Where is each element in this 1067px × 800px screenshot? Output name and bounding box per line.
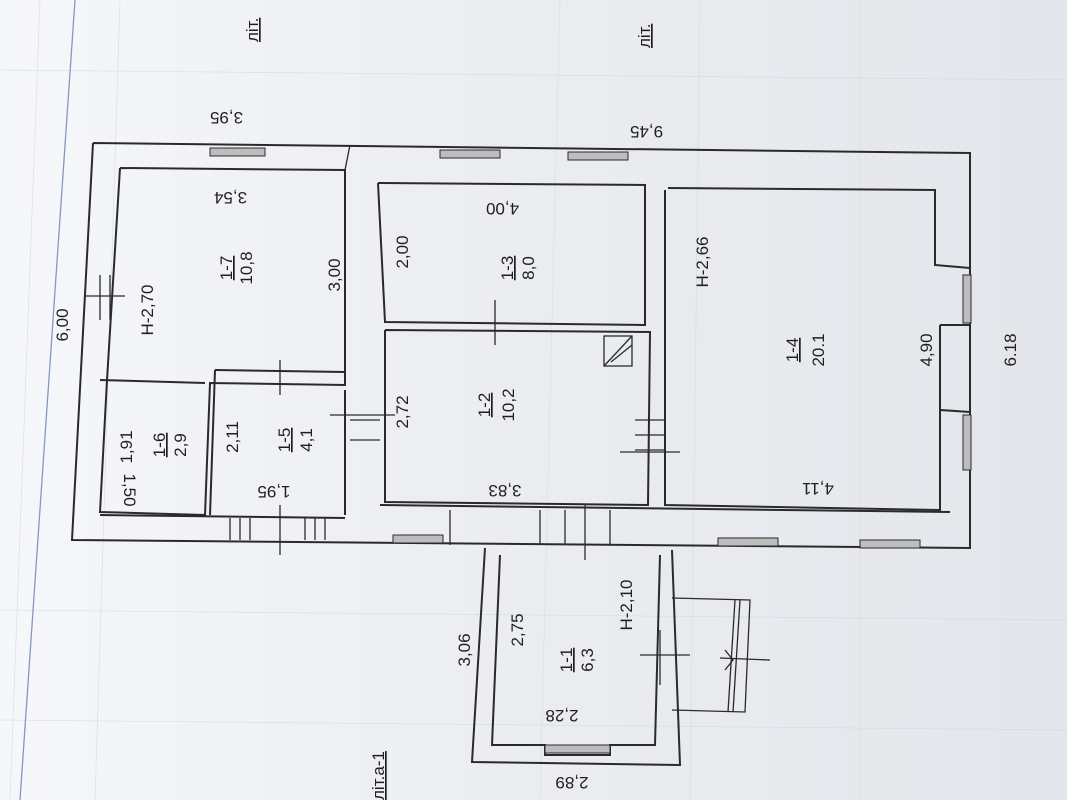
dim-191: 1,91	[117, 430, 136, 463]
room-1-1-area: 6,3	[578, 648, 597, 672]
room-1-7: 1-7 10,8 Н-2,70	[138, 251, 256, 335]
room-1-7-height: Н-2,70	[138, 284, 157, 335]
dim-200: 2,00	[393, 235, 412, 268]
header-lit-2: літ.	[635, 24, 654, 48]
stove-icon	[603, 335, 633, 367]
room-1-2: 1-2 10,2	[475, 388, 518, 421]
room-1-6-id: 1-6	[150, 433, 169, 458]
room-1-3: 1-3 8,0	[498, 256, 538, 281]
header-lit-1: літ.	[243, 18, 262, 42]
room-1-5-id: 1-5	[275, 428, 294, 453]
room-1-5: 1-5 4,1	[275, 428, 316, 453]
room-1-4-id: 1-4	[783, 338, 802, 363]
dim-150: 1,50	[120, 473, 139, 506]
outer-walls	[70, 142, 971, 550]
dim-272: 2,72	[393, 395, 412, 428]
room-1-3-id: 1-3	[498, 256, 517, 281]
label-lit-a1: літ.а-1	[369, 751, 388, 800]
door-marks	[85, 275, 771, 685]
dim-618: 6.18	[1001, 333, 1020, 366]
dim-411: 4,11	[802, 479, 834, 498]
dim-306: 3,06	[455, 633, 474, 666]
room-1-1: 1-1 6,3 Н-2,10	[557, 579, 636, 672]
dim-945: 9,45	[630, 122, 663, 141]
dim-275: 2,75	[508, 613, 527, 646]
dim-211: 2,11	[223, 421, 242, 453]
room-1-4-height: Н-2,66	[693, 236, 712, 287]
dim-395: 3,95	[210, 108, 243, 127]
room-1-2-id: 1-2	[475, 393, 494, 418]
dim-300: 3,00	[325, 258, 344, 291]
dim-195: 1,95	[257, 482, 290, 501]
room-1-6-area: 2,9	[171, 433, 190, 457]
room-1-7-id: 1-7	[217, 256, 236, 281]
room-1-2-area: 10,2	[499, 388, 518, 421]
room-1-4: 1-4 20.1 Н-2,66	[693, 236, 828, 366]
annex-walls	[470, 547, 751, 767]
window-marks	[209, 147, 972, 754]
room-1-1-height: Н-2,10	[617, 579, 636, 630]
room-1-4-area: 20.1	[809, 333, 828, 366]
room-1-3-area: 8,0	[519, 256, 538, 280]
dim-228: 2,28	[545, 706, 578, 725]
room-1-5-area: 4,1	[297, 428, 316, 452]
room-1-7-area: 10,8	[237, 251, 256, 284]
dim-490: 4,90	[917, 333, 936, 366]
dim-354: 3,54	[214, 188, 247, 207]
dim-289: 2,89	[555, 773, 588, 792]
dim-600: 6,00	[53, 308, 72, 341]
room-1-1-id: 1-1	[557, 648, 576, 673]
room-1-6: 1-6 2,9	[150, 433, 190, 458]
dim-383: 3,83	[488, 481, 521, 500]
dim-400: 4,00	[486, 199, 519, 218]
